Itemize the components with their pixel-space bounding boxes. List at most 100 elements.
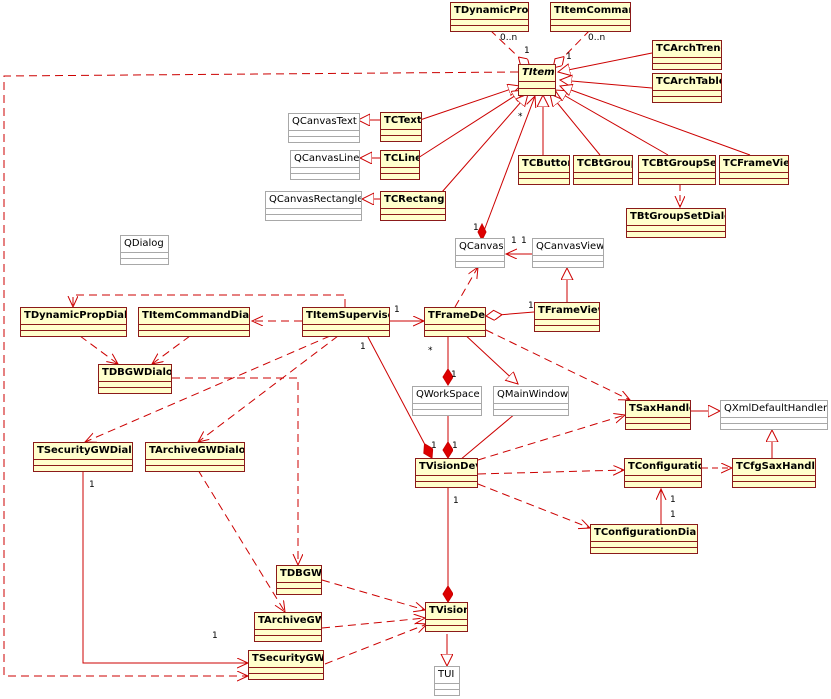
class-qworkspace: QWorkSpace bbox=[412, 386, 482, 416]
edge-supervisor-secgwdialog bbox=[85, 335, 331, 442]
mult-label: 1 bbox=[212, 631, 218, 641]
class-tcarchtable: TCArchTable bbox=[652, 73, 722, 103]
edge-tcrect-item bbox=[441, 94, 528, 193]
mult-label: 1 bbox=[566, 52, 572, 62]
edge-canvas-diamond bbox=[477, 222, 487, 242]
class-name: TItemSupervisor bbox=[306, 310, 389, 321]
class-titemcommanddialog: TItemCommandDialog bbox=[138, 307, 250, 337]
class-tdbgw: TDBGW bbox=[276, 565, 322, 595]
mult-label: 1 bbox=[360, 342, 366, 352]
class-name: QDialog bbox=[124, 238, 164, 249]
mult-label: 0..n bbox=[588, 33, 606, 43]
edge-tctext-item bbox=[419, 86, 520, 121]
class-tvisiondev: TVisionDev bbox=[415, 458, 478, 488]
class-tcbtgroup: TCBtGroup bbox=[573, 155, 633, 185]
class-name: TItemCommandDialog bbox=[142, 310, 249, 321]
class-tsecuritygw: TSecurityGW bbox=[248, 650, 324, 680]
class-tdynamicprop: TDynamicProp bbox=[450, 2, 529, 32]
class-tcrectangle: TCRectangle bbox=[380, 191, 446, 221]
edge-archivegw-vision bbox=[321, 618, 425, 629]
mult-label: 1 bbox=[670, 510, 676, 520]
class-tcbtgroupset: TCBtGroupSet bbox=[638, 155, 716, 185]
edge-tcline-item bbox=[417, 90, 524, 159]
class-name: QMainWindow bbox=[497, 389, 568, 400]
mult-label: 1 bbox=[473, 223, 479, 233]
class-name: QCanvasLine bbox=[294, 153, 359, 164]
class-qmainwindow: QMainWindow bbox=[493, 386, 569, 416]
class-titem: TItem bbox=[518, 64, 556, 96]
class-name: TSecurityGW bbox=[252, 653, 323, 664]
class-name: TCRectangle bbox=[384, 194, 445, 205]
edge-framedev-saxhandler bbox=[485, 329, 630, 400]
class-name: TFrameView bbox=[538, 305, 599, 316]
mult-label: 1 bbox=[528, 301, 534, 311]
edge-cmddialog-dbgwdialog bbox=[152, 335, 191, 364]
mult-label: 0..n bbox=[500, 33, 518, 43]
class-tcline: TCLine bbox=[380, 150, 420, 180]
class-tctext: TCText bbox=[380, 112, 422, 142]
class-name: TCFrameView bbox=[723, 158, 788, 169]
class-name: TBtGroupSetDialog bbox=[630, 211, 725, 222]
class-name: TItem bbox=[522, 67, 555, 78]
class-name: TItemCommand bbox=[554, 5, 630, 16]
class-tdbgwdialog: TDBGWDialog bbox=[98, 364, 172, 394]
class-name: TCArchTable bbox=[656, 76, 721, 87]
mult-label: 1 bbox=[431, 441, 437, 451]
mult-label: 1 bbox=[521, 236, 527, 246]
mult-label: 1 bbox=[511, 236, 517, 246]
mult-label: 1 bbox=[394, 305, 400, 315]
edge-itemcmd-item bbox=[553, 29, 591, 68]
class-tcbutton: TCButton bbox=[518, 155, 570, 185]
edge-archtrend-item bbox=[558, 52, 653, 72]
class-tsaxhandler: TSaxHandler bbox=[625, 400, 691, 430]
class-name: TCButton bbox=[522, 158, 569, 169]
class-name: QCanvasText bbox=[292, 116, 357, 127]
edge-supervisor-visiondev bbox=[367, 336, 432, 458]
class-qcanvas: QCanvas bbox=[455, 238, 505, 268]
class-name: TSaxHandler bbox=[629, 403, 690, 414]
class-qxmldefaulthandler: QXmlDefaultHandler bbox=[720, 400, 828, 430]
edge-dbgwdialog-dbgw bbox=[172, 377, 298, 565]
class-name: TCArchTrend bbox=[656, 43, 721, 54]
edge-secgwdialog-securitygw bbox=[82, 470, 248, 663]
mult-label: 1 bbox=[524, 46, 530, 56]
edge-supervisor-archgwdialog bbox=[198, 335, 339, 442]
class-name: QXmlDefaultHandler bbox=[724, 403, 827, 414]
class-name: TArchiveGW bbox=[258, 615, 321, 626]
class-name: TVision bbox=[429, 605, 467, 616]
class-name: TConfigurationDialog bbox=[594, 527, 697, 538]
edge-dbgw-vision bbox=[321, 579, 425, 610]
edge-archgwdialog-archivegw bbox=[197, 469, 285, 612]
class-tarchivegw: TArchiveGW bbox=[254, 612, 322, 642]
edge-framedev-canvas bbox=[454, 267, 478, 308]
mult-label: * bbox=[518, 112, 523, 122]
class-tdynamicpropdialog: TDynamicPropDialog bbox=[20, 307, 127, 337]
class-tcfgsaxhandler: TCfgSaxHandler bbox=[732, 458, 816, 488]
mult-label: 1 bbox=[451, 370, 457, 380]
edge-visiondev-confdialog bbox=[477, 483, 590, 528]
class-tsecuritygwdialog: TSecurityGWDialog bbox=[33, 442, 133, 472]
class-name: QWorkSpace bbox=[416, 389, 480, 400]
class-name: TUI bbox=[438, 669, 455, 680]
edge-tcframeview-item bbox=[560, 86, 751, 156]
mult-label: 1 bbox=[89, 480, 95, 490]
mult-label: * bbox=[428, 346, 433, 356]
edge-archtable-item bbox=[560, 80, 653, 89]
class-name: TArchiveGWDialog bbox=[149, 445, 244, 456]
class-tbtgroupsetdialog: TBtGroupSetDialog bbox=[626, 208, 726, 238]
class-qcanvastext: QCanvasText bbox=[288, 113, 360, 143]
class-name: TSecurityGWDialog bbox=[37, 445, 132, 456]
class-name: TDBGWDialog bbox=[102, 367, 171, 378]
class-name: TDynamicProp bbox=[454, 5, 528, 16]
class-qcanvasrectangle: QCanvasRectangle bbox=[265, 191, 362, 221]
class-tframeview: TFrameView bbox=[534, 302, 600, 332]
edge-securitygw-vision bbox=[324, 624, 427, 665]
class-name: TCBtGroupSet bbox=[642, 158, 715, 169]
class-tcarchtrend: TCArchTrend bbox=[652, 40, 722, 70]
class-name: TCfgSaxHandler bbox=[736, 461, 815, 472]
class-name: TVisionDev bbox=[419, 461, 477, 472]
class-name: TCBtGroup bbox=[577, 158, 632, 169]
class-name: QCanvasRectangle bbox=[269, 194, 361, 205]
class-tconfiguration: TConfiguration bbox=[624, 458, 702, 488]
